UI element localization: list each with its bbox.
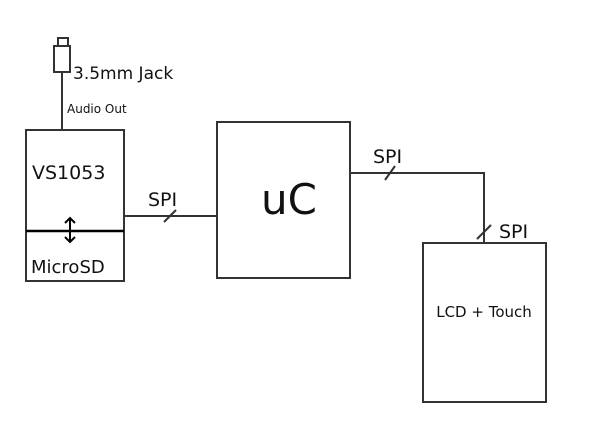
audio-out-label: Audio Out	[67, 102, 127, 116]
spi-lcd-bus-mark	[476, 224, 492, 240]
lcd-touch-box	[422, 242, 547, 403]
spi-lcd-wire	[350, 172, 485, 243]
codec-label: VS1053	[32, 162, 105, 184]
jack-label: 3.5mm Jack	[73, 64, 173, 84]
spi-top-bus-mark	[384, 165, 396, 181]
spi-lcd-label: SPI	[499, 221, 528, 243]
sd-label: MicroSD	[31, 257, 105, 278]
audio-jack-icon	[53, 37, 71, 73]
codec-module-box	[25, 129, 125, 282]
lcd-label: LCD + Touch	[436, 303, 532, 321]
bidirectional-arrow-icon	[64, 216, 76, 244]
spi-codec-bus-mark	[163, 209, 177, 223]
mcu-label: uC	[261, 175, 317, 224]
spi-top-label: SPI	[373, 146, 402, 168]
mcu-box	[216, 121, 351, 279]
spi-codec-label: SPI	[148, 189, 177, 211]
